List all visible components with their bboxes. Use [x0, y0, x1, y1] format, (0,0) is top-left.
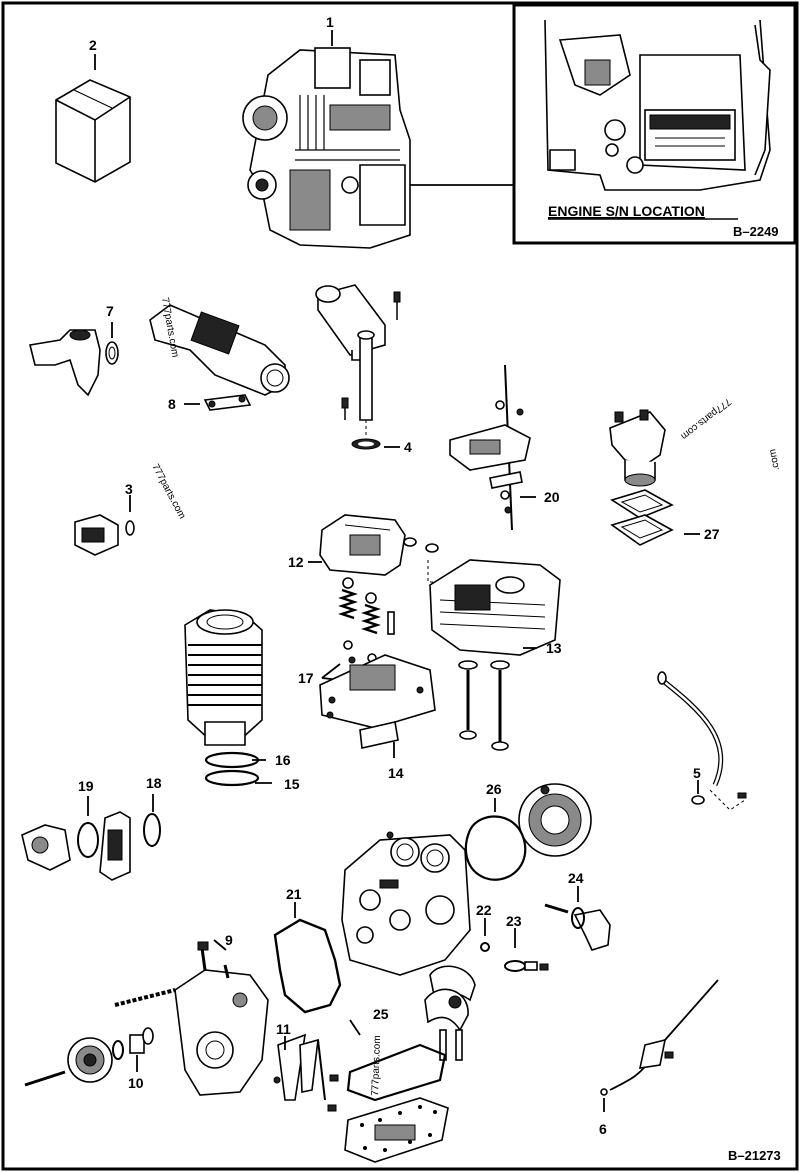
part-gear-cover: [114, 941, 269, 1096]
callout-8: 8: [168, 396, 176, 412]
diagram-ref: B–21273: [728, 1148, 781, 1163]
watermark: 777parts.com: [678, 396, 733, 442]
callout-18: 18: [146, 775, 162, 791]
callout-9: 9: [225, 932, 233, 948]
callout-7: 7: [106, 303, 114, 319]
part-crank-pulley: [24, 1027, 154, 1087]
callout-14: 14: [388, 765, 404, 781]
part-oil-pump: [21, 811, 161, 881]
part-crankcase: [341, 831, 471, 976]
part-dipstick-tube: [657, 671, 747, 811]
part-gear-cover-gasket: [273, 918, 342, 1014]
callout-21: 21: [286, 886, 302, 902]
callout-17: 17: [298, 670, 314, 686]
callout-22: 22: [476, 902, 492, 918]
part-cylinder-head: [429, 559, 561, 751]
callout-2: 2: [89, 37, 97, 53]
callout-25: 25: [373, 1006, 389, 1022]
callout-4: 4: [404, 439, 412, 455]
part-exhaust-pipe: [149, 304, 290, 411]
part-valve-springs: [338, 577, 395, 664]
part-main-bearing: [424, 965, 476, 1061]
part-governor-linkage: [449, 364, 531, 531]
part-exhaust-manifold: [29, 329, 119, 397]
part-rocker-housing: [319, 654, 436, 749]
part-elbow-fitting: [544, 903, 611, 951]
callout-11: 11: [276, 1021, 291, 1037]
part-flywheel-housing: [464, 783, 592, 881]
engine-sn-inset: ENGINE S/N LOCATION B–2249: [512, 3, 797, 245]
part-seal-and-plug: [480, 942, 549, 972]
callout-12: 12: [288, 554, 304, 570]
callout-3: 3: [125, 481, 133, 497]
callout-1: 1: [326, 14, 334, 30]
part-engine-assembly: [242, 47, 411, 249]
part-valve-cover: [319, 514, 460, 583]
part-dipstick: [600, 979, 719, 1096]
part-piston-rings: [204, 751, 260, 787]
watermark: 777parts.com: [370, 1035, 383, 1096]
watermark: 777parts.com: [149, 462, 187, 521]
inset-caption: ENGINE S/N LOCATION: [548, 203, 705, 219]
callout-19: 19: [78, 778, 94, 794]
part-muffler: [315, 284, 401, 450]
callout-23: 23: [506, 913, 522, 929]
callout-6: 6: [599, 1121, 607, 1137]
inset-ref: B–2249: [733, 224, 779, 239]
callout-15: 15: [284, 776, 300, 792]
part-governor-lever: [273, 1033, 326, 1101]
watermark: .com: [767, 448, 782, 471]
callout-16: 16: [275, 752, 291, 768]
part-injector-fitting: [74, 514, 135, 556]
callout-5: 5: [693, 765, 701, 781]
part-cylinder-barrel: [184, 609, 263, 746]
callout-26: 26: [486, 781, 502, 797]
part-injection-pump: [609, 409, 674, 546]
callout-20: 20: [544, 489, 560, 505]
callout-27: 27: [704, 526, 720, 542]
part-box-kit: [55, 79, 131, 183]
callout-24: 24: [568, 870, 584, 886]
callout-10: 10: [128, 1075, 144, 1091]
part-oil-pan: [327, 1043, 449, 1163]
callout-13: 13: [546, 640, 562, 656]
